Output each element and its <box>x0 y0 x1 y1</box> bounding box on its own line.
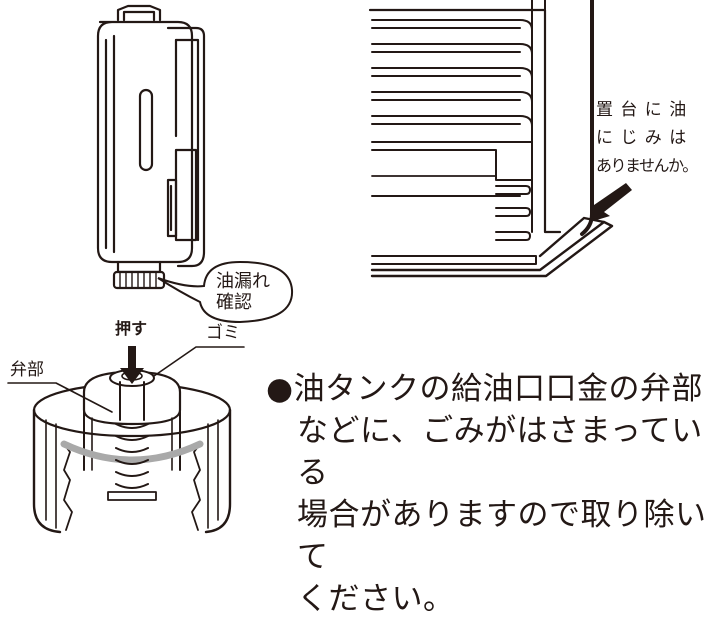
base-oil-question: 置 台 に 油 に じ み は ありませんか。 <box>596 100 698 175</box>
instruction-line-4: ください。 <box>297 581 455 617</box>
instruction-line-2: などに、ごみがはさまっている <box>297 413 703 491</box>
base-arrow <box>590 183 632 222</box>
oil-leak-bubble-shape <box>157 260 294 324</box>
valve-part-label: 弁部 <box>10 360 44 380</box>
instruction-line-3: 場合がありますので取り除いて <box>297 497 707 575</box>
push-label: 押す <box>115 319 148 338</box>
push-arrow <box>120 346 144 384</box>
bullet-mark: ● <box>266 371 294 407</box>
valve-cap-illustration <box>7 346 245 534</box>
heater-base-illustration <box>368 0 632 278</box>
instruction-paragraph: ●油タンクの給油口口金の弁部 などに、ごみがはさまっている 場合がありますので取… <box>266 368 712 620</box>
oil-tank-illustration <box>96 4 294 324</box>
dust-label: ゴミ <box>206 323 240 343</box>
oil-leak-check-label: 油漏れ 確認 <box>216 271 270 313</box>
instruction-line-1: ●油タンクの給油口口金の弁部 <box>266 371 704 407</box>
